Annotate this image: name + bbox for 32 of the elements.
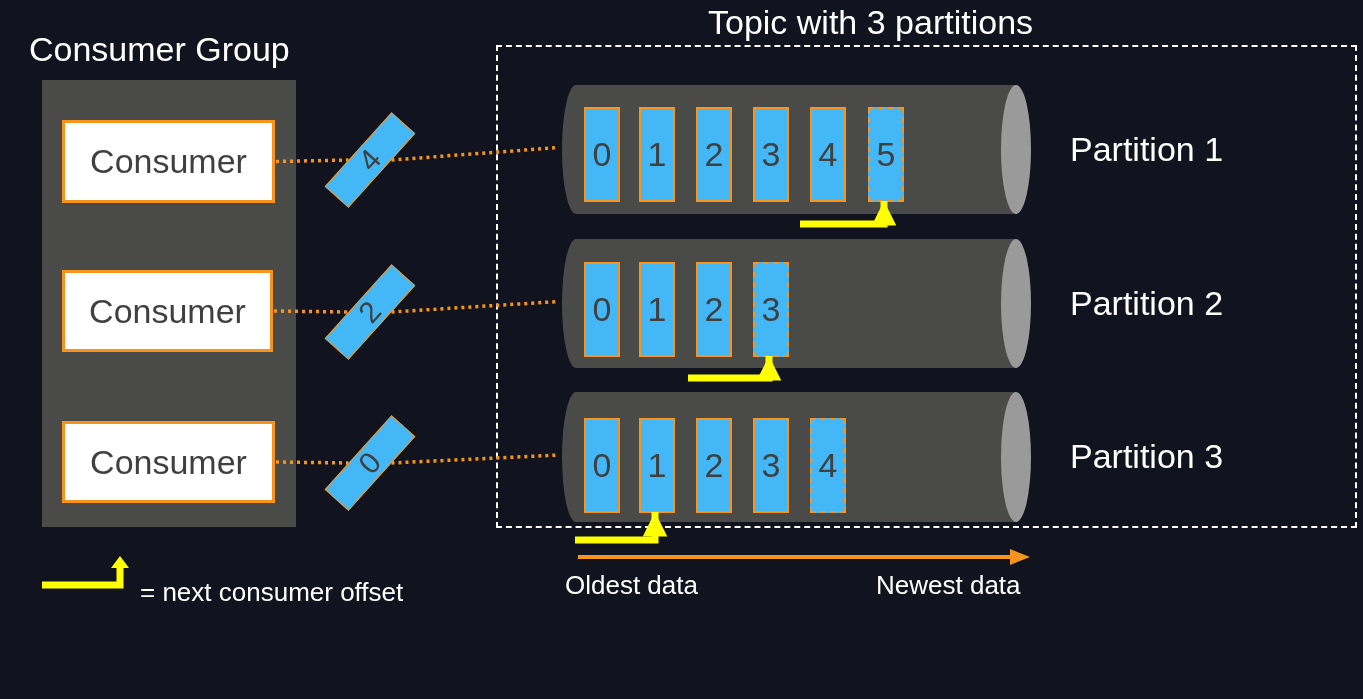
legend-label: = next consumer offset: [140, 577, 404, 608]
partition-label: Partition 2: [1070, 283, 1224, 323]
axis-caption: Oldest data: [565, 570, 698, 601]
offset-tag: 4: [324, 112, 416, 208]
offset-tag: 2: [324, 264, 416, 360]
record-cell: 1: [639, 262, 675, 357]
dotted-connector: [275, 460, 349, 465]
record-cell: 2: [696, 418, 732, 513]
dotted-connector: [273, 309, 349, 314]
record-cell: 2: [696, 107, 732, 202]
partition-label: Partition 3: [1070, 437, 1224, 476]
record-cell: 4: [810, 418, 846, 513]
record-cell: 3: [753, 107, 789, 202]
axis-caption: Newest data: [876, 570, 1021, 601]
record-cell: 0: [584, 262, 620, 357]
record-cell: 5: [868, 107, 904, 202]
record-cell: 3: [753, 262, 789, 357]
group-title: Consumer Group: [29, 30, 290, 69]
record-cell: 3: [753, 418, 789, 513]
consumer-box: Consumer: [62, 270, 273, 352]
consumer-box: Consumer: [62, 421, 275, 503]
topic-title: Topic with 3 partitions: [708, 3, 1034, 42]
offset-tag: 0: [324, 415, 416, 511]
record-cell: 1: [639, 107, 675, 202]
dotted-connector: [275, 158, 349, 164]
record-cell: 2: [696, 262, 732, 357]
record-cell: 0: [584, 418, 620, 513]
record-cell: 0: [584, 107, 620, 202]
record-cell: 1: [639, 418, 675, 513]
partition-label: Partition 1: [1070, 129, 1224, 169]
consumer-box: Consumer: [62, 120, 275, 203]
record-cell: 4: [810, 107, 846, 202]
